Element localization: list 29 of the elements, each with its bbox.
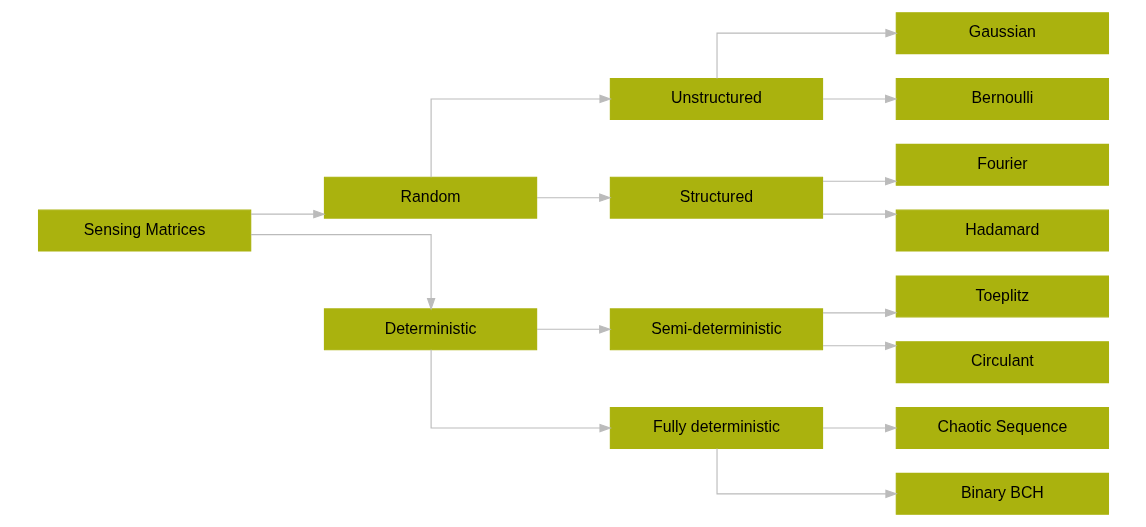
node-box: Structured (609, 176, 823, 219)
node-box: Deterministic (323, 308, 537, 351)
arrow (821, 176, 898, 186)
arrow (250, 209, 326, 219)
arrow (821, 209, 898, 219)
arrow (715, 447, 898, 499)
arrow (821, 94, 898, 104)
arrow (535, 193, 612, 203)
arrow (821, 341, 898, 351)
node-box: Binary BCH (895, 472, 1109, 515)
arrow (430, 94, 612, 178)
arrow (430, 349, 612, 433)
node-box: Toeplitz (895, 275, 1109, 318)
node-box: Hadamard (895, 209, 1109, 252)
node-box: Fourier (895, 143, 1109, 186)
node-box: Circulant (895, 341, 1109, 384)
arrow (535, 324, 612, 334)
node-box: Bernoulli (895, 78, 1109, 120)
node-box: Sensing Matrices (37, 209, 251, 252)
node-box: Fully deterministic (609, 407, 823, 449)
node-box: Unstructured (609, 78, 823, 120)
node-box: Random (323, 176, 537, 219)
arrow (249, 234, 435, 311)
node-box: Chaotic Sequence (895, 407, 1109, 449)
arrow (715, 28, 898, 80)
node-box: Semi-deterministic (609, 308, 823, 351)
arrow (821, 308, 898, 318)
arrow (821, 423, 898, 433)
node-box: Gaussian (895, 12, 1109, 55)
